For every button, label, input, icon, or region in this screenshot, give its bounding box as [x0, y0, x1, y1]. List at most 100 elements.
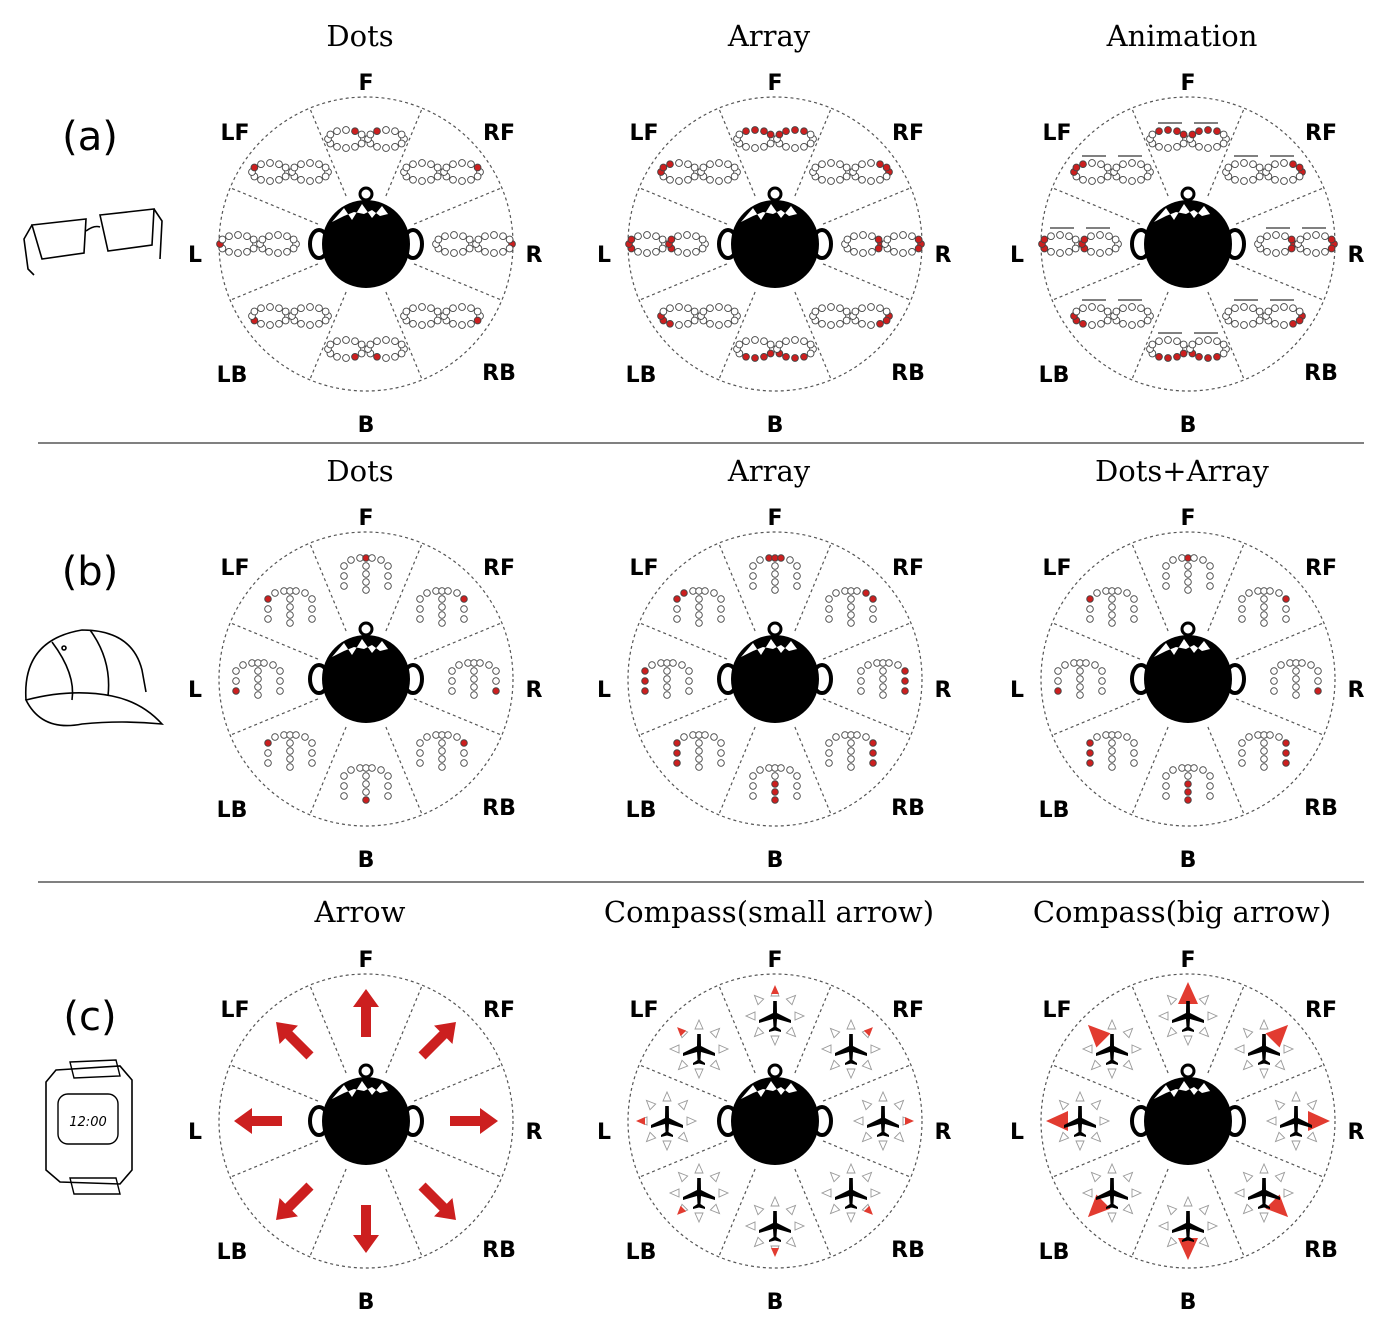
sector-divider	[718, 107, 756, 197]
compass-active-arrow	[1178, 982, 1198, 1004]
direction-label-rb: RB	[891, 796, 925, 821]
led-off	[1195, 337, 1203, 346]
sector-divider	[309, 726, 347, 816]
led-off	[286, 595, 294, 603]
led-off	[1071, 235, 1080, 244]
led-off	[685, 687, 693, 695]
led-off	[470, 691, 478, 699]
glasses-display-rf	[1222, 155, 1306, 185]
sector-divider	[229, 698, 319, 736]
compass-tick	[1207, 1011, 1219, 1021]
led-off	[1162, 792, 1170, 800]
compass-tick	[1166, 994, 1178, 1006]
led-off	[266, 159, 274, 167]
led-on	[1086, 739, 1094, 747]
led-off	[455, 661, 463, 669]
watch-body	[45, 1065, 133, 1185]
led-off	[418, 303, 426, 311]
led-off	[1231, 304, 1239, 313]
led-off	[1303, 232, 1311, 241]
led-on	[901, 677, 909, 685]
led-on	[250, 163, 259, 172]
led-on	[460, 739, 468, 747]
sector-divider	[718, 542, 756, 632]
direction-label-rb: RB	[891, 361, 925, 386]
led-off	[333, 352, 341, 361]
led-off	[692, 232, 700, 241]
compass-tick	[709, 1171, 721, 1183]
led-off	[1238, 759, 1246, 767]
led-off	[232, 677, 240, 685]
led-off	[827, 159, 835, 167]
led-off	[481, 232, 489, 241]
led-off	[467, 304, 475, 313]
led-off	[851, 307, 860, 316]
direction-label-f: F	[1180, 506, 1195, 531]
direction-label-rf: RF	[1305, 556, 1337, 581]
led-off	[685, 677, 693, 685]
glasses-display-rf	[400, 159, 484, 185]
led-off	[1119, 319, 1127, 328]
led-off	[699, 307, 708, 316]
cap-display-lf	[264, 587, 316, 627]
arrow-shape	[276, 1182, 314, 1220]
sector-divider	[229, 1140, 319, 1178]
led-off	[397, 340, 406, 349]
led-off	[1275, 733, 1283, 741]
led-off	[1314, 677, 1322, 685]
sector-divider	[1051, 1064, 1141, 1102]
led-off	[730, 172, 739, 181]
led-on	[751, 354, 759, 362]
led-off	[857, 687, 865, 695]
direction-label-l: L	[1010, 243, 1024, 268]
compass-tick	[1306, 1131, 1318, 1143]
head-shape	[1144, 200, 1232, 288]
compass-tick	[1122, 1059, 1134, 1071]
airplane-icon	[867, 1106, 899, 1137]
compass-tick	[1122, 1171, 1134, 1183]
led-off	[730, 316, 739, 325]
sector-divider	[1235, 1064, 1325, 1102]
led-on	[1327, 235, 1336, 244]
glasses-bridge	[85, 225, 101, 232]
nose-mark	[358, 1063, 374, 1079]
led-off	[297, 304, 305, 313]
led-off	[675, 177, 683, 185]
led-on	[791, 126, 799, 134]
compass-tick	[1166, 1026, 1178, 1038]
led-off	[1108, 763, 1116, 771]
led-off	[663, 667, 671, 675]
led-off	[858, 160, 866, 169]
direction-label-b: B	[1180, 848, 1197, 873]
led-on	[874, 244, 883, 253]
led-off	[717, 595, 725, 603]
led-off	[832, 733, 840, 741]
led-off	[266, 321, 274, 329]
led-on	[742, 352, 750, 361]
led-off	[847, 619, 855, 627]
led-on	[1289, 319, 1297, 328]
glasses-lens-right	[99, 208, 155, 252]
led-off	[342, 126, 350, 134]
airplane-icon	[759, 1001, 791, 1032]
led-off	[859, 231, 867, 239]
cap-display-lb	[673, 731, 725, 771]
led-off	[481, 247, 489, 256]
led-off	[857, 667, 865, 675]
led-off	[825, 749, 833, 757]
led-off	[321, 172, 330, 181]
led-off	[254, 675, 262, 683]
airplane-shape	[1064, 1106, 1096, 1137]
direction-label-lb: LB	[217, 363, 248, 388]
led-off	[1148, 130, 1157, 139]
led-off	[266, 177, 274, 185]
sector-divider	[1131, 726, 1169, 816]
led-off	[340, 582, 348, 590]
led-off	[460, 749, 468, 757]
compass-tick	[861, 1171, 873, 1183]
nose-mark	[1180, 1063, 1196, 1079]
glasses-temple	[23, 224, 35, 276]
led-off	[384, 792, 392, 800]
led-off	[433, 316, 442, 325]
